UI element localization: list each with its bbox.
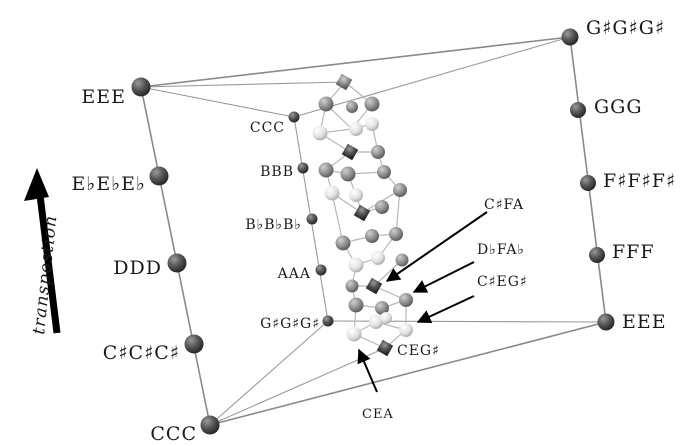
label-chord-csharp-e-gsharp: C♯EG♯ bbox=[477, 274, 528, 290]
helix-node bbox=[377, 165, 391, 179]
label-inner-bflat: B♭B♭B♭ bbox=[245, 217, 302, 233]
helix-node bbox=[371, 251, 385, 265]
node-outer-right-fff bbox=[589, 247, 605, 263]
helix-node bbox=[393, 183, 407, 197]
outer-right-nodes bbox=[561, 28, 615, 331]
helix-node bbox=[380, 312, 392, 324]
label-outer-right-eee: EEE bbox=[622, 311, 667, 333]
label-inner-bbb: BBB bbox=[260, 164, 294, 180]
node-outer-left-eflat bbox=[149, 166, 169, 186]
outer-left-nodes bbox=[131, 77, 220, 435]
helix-node bbox=[364, 96, 380, 112]
label-chord-csharp-f-a: C♯FA bbox=[484, 197, 524, 213]
bottom-edge bbox=[209, 321, 607, 426]
helix-node bbox=[345, 279, 359, 293]
helix-node bbox=[399, 293, 413, 307]
helix-node bbox=[349, 122, 363, 136]
label-outer-right-fsharp: F♯F♯F♯ bbox=[603, 170, 676, 192]
node-outer-left-eee bbox=[131, 77, 151, 97]
transposition-arrow-shaft bbox=[36, 194, 61, 334]
helix-node bbox=[324, 185, 340, 201]
helix-node bbox=[371, 145, 385, 159]
label-outer-left-csharp: C♯C♯C♯ bbox=[103, 342, 180, 364]
label-outer-right-ggg: GGG bbox=[594, 96, 643, 118]
helix-cube-node bbox=[341, 143, 359, 161]
helix-node bbox=[335, 235, 351, 251]
inner-left-nodes bbox=[288, 111, 334, 327]
node-outer-left-ccc bbox=[200, 415, 220, 435]
node-inner-bbb bbox=[297, 162, 309, 174]
helix-node bbox=[369, 315, 383, 329]
helix-cube-node bbox=[353, 204, 371, 222]
arrow-c-e-a bbox=[357, 348, 378, 393]
helix-node bbox=[365, 229, 379, 243]
node-outer-right-fsharp bbox=[580, 175, 596, 191]
helix-node bbox=[349, 188, 363, 202]
label-inner-ccc: CCC bbox=[250, 120, 285, 136]
helix-edge bbox=[319, 123, 379, 153]
helix-cube-node bbox=[365, 277, 383, 295]
helix-node bbox=[375, 200, 389, 214]
node-outer-left-csharp bbox=[184, 334, 204, 354]
arrow-csharp-f-a bbox=[385, 211, 488, 282]
label-outer-right-gsharp: G♯G♯G♯ bbox=[586, 17, 665, 39]
helix-cube-node bbox=[376, 339, 394, 357]
helix-node bbox=[348, 297, 364, 313]
label-outer-left-ccc: CCC bbox=[150, 423, 197, 445]
label-inner-gsharp: G♯G♯G♯ bbox=[260, 316, 320, 332]
node-inner-gsharp bbox=[322, 315, 334, 327]
helix-cube-node bbox=[335, 73, 353, 91]
label-chord-dflat-f-aflat: D♭FA♭ bbox=[477, 242, 525, 258]
arrow-dflat-f-aflat bbox=[412, 261, 475, 293]
connector-bottom-mid bbox=[209, 347, 386, 426]
label-chord-c-e-a: CEA bbox=[362, 407, 394, 422]
node-outer-right-eee bbox=[597, 313, 615, 331]
node-inner-ccc bbox=[288, 111, 300, 123]
top-edge bbox=[140, 36, 571, 88]
node-outer-left-ddd bbox=[167, 253, 187, 273]
label-outer-left-ddd: DDD bbox=[113, 257, 162, 279]
arrow-csharp-e-gsharp bbox=[416, 295, 475, 324]
label-chord-c-e-gsharp: CEG♯ bbox=[397, 343, 440, 359]
transposition-arrow bbox=[24, 168, 61, 334]
label-outer-left-eflat: E♭E♭E♭ bbox=[72, 173, 147, 195]
helix-node bbox=[312, 125, 328, 141]
label-outer-right-fff: FFF bbox=[612, 241, 655, 263]
helix-node bbox=[346, 326, 362, 342]
node-inner-bflat bbox=[306, 213, 318, 225]
helix-edge bbox=[347, 173, 383, 214]
helix-node bbox=[375, 301, 389, 315]
connector-top-mid bbox=[140, 81, 346, 88]
helix-node bbox=[318, 96, 334, 112]
helix-node bbox=[389, 227, 403, 241]
node-outer-right-gsharp bbox=[561, 28, 579, 46]
connector-bottom-left bbox=[209, 320, 329, 426]
helix-edge bbox=[342, 233, 397, 266]
helix-node bbox=[346, 101, 358, 113]
chord-arrows bbox=[357, 211, 488, 393]
helix-nodes bbox=[312, 73, 413, 357]
label-inner-aaa: AAA bbox=[277, 266, 311, 282]
helix-node bbox=[340, 166, 356, 182]
connector-top-left bbox=[140, 86, 295, 118]
helix-node bbox=[318, 162, 334, 178]
label-outer-left-eee: EEE bbox=[81, 86, 126, 108]
transposition-arrow-head bbox=[24, 168, 49, 201]
connector-inner-right-top bbox=[293, 36, 571, 118]
helix-node bbox=[395, 253, 409, 267]
helix-node bbox=[348, 257, 364, 273]
helix-node bbox=[399, 323, 413, 337]
node-inner-aaa bbox=[315, 264, 327, 276]
helix-node bbox=[365, 117, 379, 131]
node-outer-right-ggg bbox=[570, 102, 586, 118]
